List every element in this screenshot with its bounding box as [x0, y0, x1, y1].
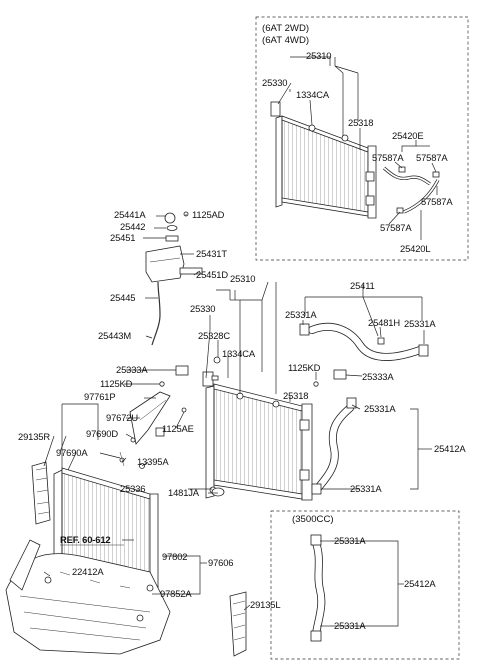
label-25310-top: 25310 [306, 50, 331, 61]
label-1334CA-mid: 1334CA [222, 348, 256, 359]
label-25331A-4: 25331A [350, 483, 382, 494]
label-25330-top: 25330 [262, 77, 287, 88]
label-25412A-mid: 25412A [434, 443, 466, 454]
radiator-6at [270, 101, 377, 219]
label-25443M: 25443M [98, 330, 131, 341]
label-1125KD-left: 1125KD [100, 378, 133, 389]
label-1125AD: 1125AD [192, 209, 225, 220]
option-box-6at [255, 16, 469, 261]
upper-hose [299, 322, 429, 361]
option-box-3500cc [270, 510, 460, 660]
radiator-main [202, 371, 313, 501]
label-1125KD-right: 1125KD [288, 362, 321, 373]
label-97802: 97802 [162, 551, 187, 562]
label-25331A-5: 25331A [334, 535, 366, 546]
label-1334CA-top: 1334CA [296, 89, 330, 100]
label-57587A-2: 57587A [416, 152, 448, 163]
label-25442: 25442 [120, 221, 145, 232]
label-25333A-left: 25333A [116, 364, 148, 375]
label-25318-top: 25318 [348, 117, 373, 128]
box1-header-a: (6AT 2WD) [262, 23, 309, 34]
front-carrier [5, 539, 171, 655]
label-29135L: 29135L [250, 599, 280, 610]
label-97761P: 97761P [84, 391, 115, 402]
ref-label[interactable]: REF. 60-612 [60, 534, 111, 545]
label-57587A-4: 57587A [380, 222, 412, 233]
label-97690A: 97690A [56, 447, 88, 458]
label-57587A-1: 57587A [372, 152, 404, 163]
label-57587A-3: 57587A [421, 196, 453, 207]
label-25420L: 25420L [400, 243, 430, 254]
label-25331A-3: 25331A [364, 403, 396, 414]
label-1481JA: 1481JA [168, 487, 200, 498]
label-25451D: 25451D [196, 269, 228, 280]
label-25481H: 25481H [368, 317, 400, 328]
label-1125AE: 1125AE [162, 423, 194, 434]
label-25451: 25451 [110, 232, 135, 243]
label-25412A-low: 25412A [404, 578, 436, 589]
air-guard-right [31, 461, 51, 525]
label-25331A-6: 25331A [334, 620, 366, 631]
label-29135R: 29135R [18, 431, 50, 442]
label-25318-mid: 25318 [283, 390, 308, 401]
label-25310-mid: 25310 [230, 273, 255, 284]
box2-header: (3500CC) [292, 514, 334, 525]
label-25331A-2: 25331A [404, 318, 436, 329]
lower-hose-3500cc [310, 534, 326, 642]
label-25445: 25445 [110, 292, 135, 303]
label-25431T: 25431T [196, 248, 227, 259]
label-97690D: 97690D [86, 428, 118, 439]
label-97672U: 97672U [106, 412, 138, 423]
label-25333A-right: 25333A [362, 371, 394, 382]
lower-hose [311, 397, 357, 495]
label-22412A: 22412A [72, 566, 104, 577]
label-97852A: 97852A [160, 588, 192, 599]
label-13395A: 13395A [137, 456, 169, 467]
box1-header-b: (6AT 4WD) [262, 35, 309, 46]
label-25331A-1: 25331A [285, 309, 317, 320]
label-25411: 25411 [350, 280, 375, 291]
label-25330-mid: 25330 [190, 303, 215, 314]
label-97606: 97606 [208, 557, 233, 568]
label-25328C: 25328C [198, 330, 230, 341]
reservoir-group [145, 211, 203, 346]
label-25336: 25336 [120, 483, 145, 494]
label-25441A: 25441A [114, 209, 146, 220]
label-25420E: 25420E [392, 130, 423, 141]
